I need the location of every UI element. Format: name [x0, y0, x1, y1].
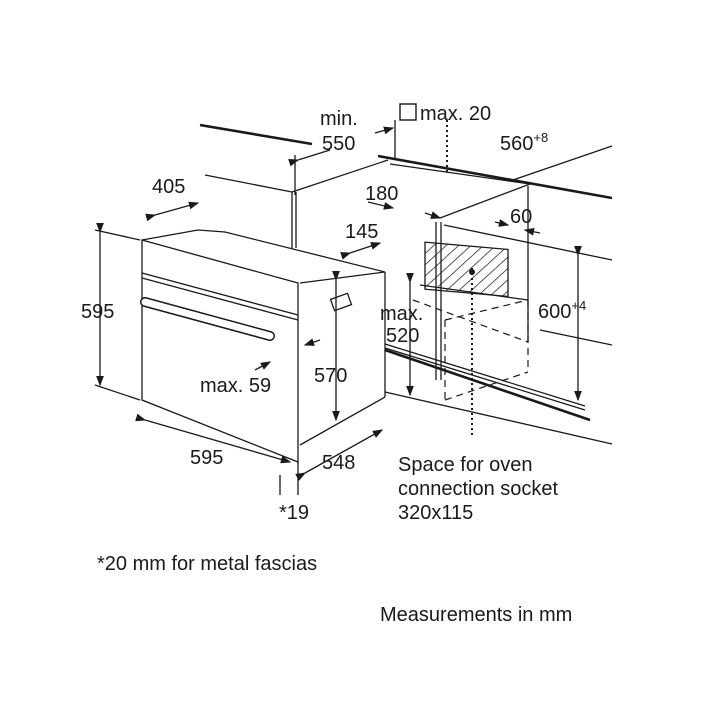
units-note: Measurements in mm	[380, 604, 573, 626]
label-19: *19	[279, 502, 309, 524]
socket-note-line-3: 320x115	[398, 502, 473, 524]
label-595-width: 595	[190, 447, 223, 469]
square-icon	[399, 103, 417, 121]
socket-area-hatched	[424, 241, 509, 298]
label-595-height: 595	[81, 301, 114, 323]
label-550: 550	[322, 133, 355, 155]
socket-note-line-2: connection socket	[398, 478, 559, 500]
niche-dashed-outline	[412, 120, 529, 435]
label-180: 180	[365, 183, 398, 205]
label-520: 520	[386, 325, 419, 347]
socket-note-line-1: Space for oven	[398, 454, 533, 476]
socket-center-dot	[469, 269, 475, 275]
label-405: 405	[152, 176, 185, 198]
label-min: min.	[320, 108, 358, 130]
label-max59: max. 59	[200, 375, 271, 397]
label-560: 560+8	[500, 130, 548, 155]
label-60: 60	[510, 206, 532, 228]
label-570: 570	[314, 365, 347, 387]
label-max20: max. 20	[420, 103, 491, 125]
oven	[140, 229, 386, 463]
label-548: 548	[322, 452, 355, 474]
label-600: 600+4	[538, 298, 586, 323]
label-145: 145	[345, 221, 378, 243]
footnote-metal-fascias: *20 mm for metal fascias	[97, 553, 318, 575]
dimension-lines	[94, 120, 582, 495]
label-max: max.	[380, 303, 423, 325]
